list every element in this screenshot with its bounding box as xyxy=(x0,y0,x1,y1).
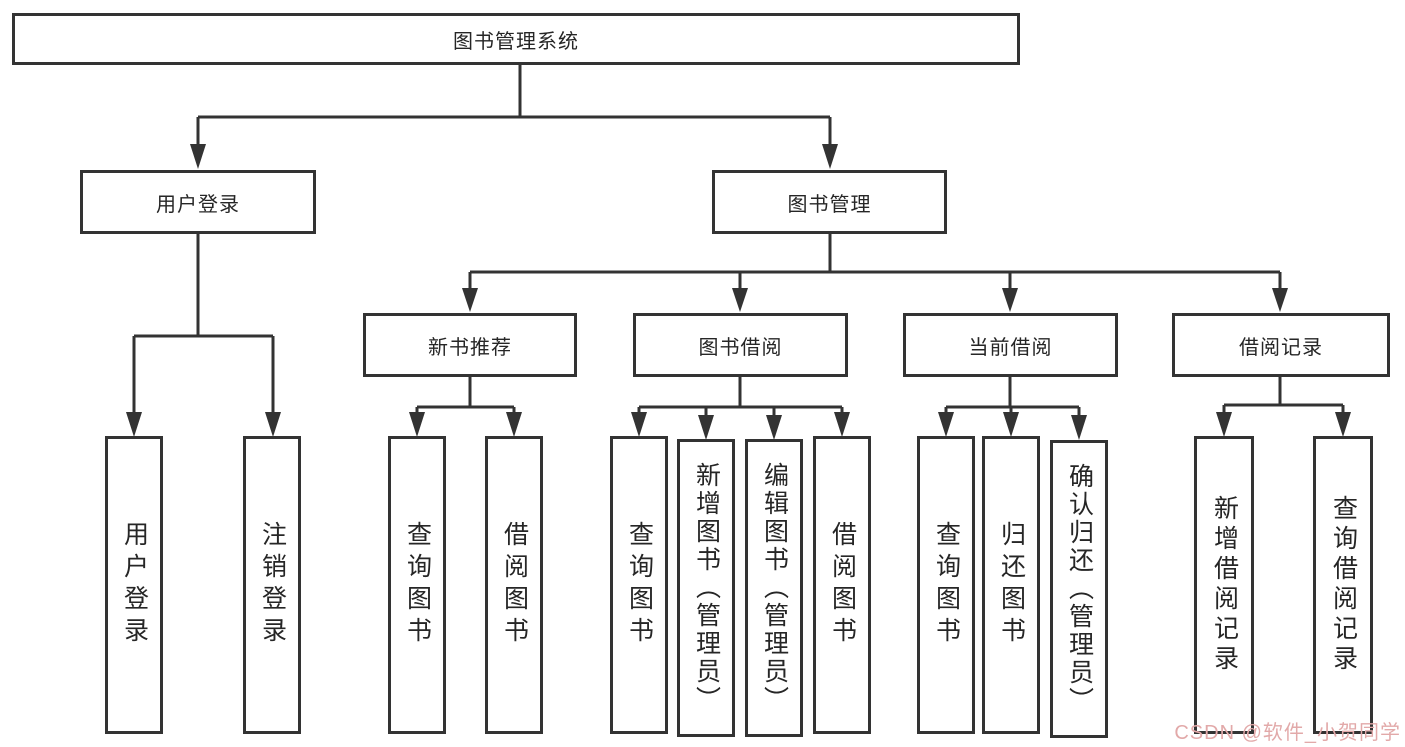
node-root-system: 图书管理系统 xyxy=(12,13,1020,65)
node-new-book-recommend: 新书推荐 xyxy=(363,313,577,377)
leaf-newbook-borrow-books-label: 借阅图书 xyxy=(500,521,529,649)
leaf-borrow-add-books-admin: 新增图书（管理员） xyxy=(677,439,735,737)
node-borrowing-records: 借阅记录 xyxy=(1172,313,1390,377)
leaf-user-logout-label: 注销登录 xyxy=(258,521,287,649)
node-current-borrowing: 当前借阅 xyxy=(903,313,1118,377)
leaf-borrow-query-books-label: 查询图书 xyxy=(625,521,654,649)
leaf-user-logout: 注销登录 xyxy=(243,436,301,734)
csdn-watermark: CSDN @软件_小贺同学 xyxy=(1174,722,1401,744)
leaf-current-confirm-return-admin: 确认归还（管理员） xyxy=(1050,440,1108,738)
leaf-current-query-books-label: 查询图书 xyxy=(932,521,961,649)
leaf-borrow-add-books-admin-label: 新增图书（管理员） xyxy=(692,462,721,714)
leaf-records-add-record-label: 新增借阅记录 xyxy=(1210,495,1239,675)
leaf-current-confirm-return-admin-label: 确认归还（管理员） xyxy=(1065,463,1094,715)
leaf-user-login-label: 用户登录 xyxy=(120,521,149,649)
leaf-newbook-borrow-books: 借阅图书 xyxy=(485,436,543,734)
node-borrowing-records-label: 借阅记录 xyxy=(1239,336,1323,359)
leaf-borrow-query-books: 查询图书 xyxy=(610,436,668,734)
node-current-borrowing-label: 当前借阅 xyxy=(968,336,1053,359)
leaf-records-query-record-label: 查询借阅记录 xyxy=(1329,495,1358,675)
node-book-management-label: 图书管理 xyxy=(787,193,872,216)
leaf-newbook-query-books: 查询图书 xyxy=(388,436,446,734)
node-book-borrowing-label: 图书借阅 xyxy=(698,336,783,359)
leaf-records-query-record: 查询借阅记录 xyxy=(1313,436,1373,734)
leaf-current-return-books-label: 归还图书 xyxy=(997,521,1026,649)
leaf-borrow-borrow-books: 借阅图书 xyxy=(813,436,871,734)
node-book-management: 图书管理 xyxy=(712,170,947,234)
leaf-records-add-record: 新增借阅记录 xyxy=(1194,436,1254,734)
node-root-system-label: 图书管理系统 xyxy=(453,30,579,53)
node-user-login-label: 用户登录 xyxy=(156,193,240,216)
node-new-book-recommend-label: 新书推荐 xyxy=(428,336,512,359)
node-user-login: 用户登录 xyxy=(80,170,316,234)
leaf-newbook-query-books-label: 查询图书 xyxy=(403,521,432,649)
leaf-user-login: 用户登录 xyxy=(105,436,163,734)
leaf-current-query-books: 查询图书 xyxy=(917,436,975,734)
leaf-borrow-edit-books-admin: 编辑图书（管理员） xyxy=(745,439,803,737)
leaf-borrow-edit-books-admin-label: 编辑图书（管理员） xyxy=(760,462,789,714)
leaf-borrow-borrow-books-label: 借阅图书 xyxy=(828,521,857,649)
leaf-current-return-books: 归还图书 xyxy=(982,436,1040,734)
node-book-borrowing: 图书借阅 xyxy=(633,313,848,377)
